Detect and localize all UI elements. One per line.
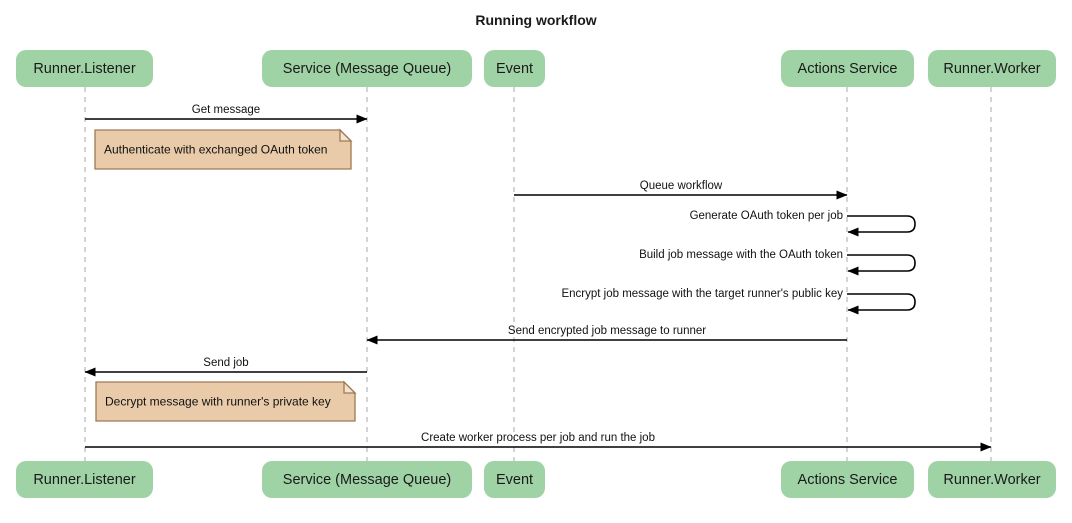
participant-label: Actions Service — [798, 472, 898, 488]
participant-label: Runner.Worker — [943, 472, 1040, 488]
note-label: Authenticate with exchanged OAuth token — [104, 143, 327, 157]
participant-service-message-queue-top[interactable]: Service (Message Queue) — [262, 50, 472, 87]
message-build-job-message-with-the-oauth-token[interactable]: Build job message with the OAuth token — [639, 249, 916, 276]
note-decrypt-message-with-runners-private-key[interactable]: Decrypt message with runner's private ke… — [95, 380, 357, 422]
participant-label: Runner.Listener — [33, 472, 136, 488]
note-body — [94, 129, 352, 170]
participant-box — [484, 461, 545, 498]
participant-label: Event — [496, 61, 533, 77]
participant-box — [16, 461, 153, 498]
message-label: Get message — [192, 104, 260, 116]
participant-label: Event — [496, 472, 533, 488]
message-send-encrypted-job-message-to-runner[interactable]: Send encrypted job message to runner — [366, 325, 847, 345]
participant-label: Service (Message Queue) — [283, 61, 451, 77]
message-label: Build job message with the OAuth token — [639, 249, 843, 261]
participant-runner-listener-bottom[interactable]: Runner.Listener — [16, 461, 153, 498]
participant-box — [16, 50, 153, 87]
note-fold-corner-icon — [339, 128, 353, 142]
participant-event-top[interactable]: Event — [484, 50, 545, 87]
message-label: Encrypt job message with the target runn… — [561, 288, 843, 300]
message-encrypt-job-message-with-the-target-runners-public-key[interactable]: Encrypt job message with the target runn… — [561, 288, 916, 315]
notes-layer: Authenticate with exchanged OAuth tokenD… — [94, 128, 357, 422]
participant-label: Actions Service — [798, 61, 898, 77]
participant-label: Runner.Listener — [33, 61, 136, 77]
message-label: Create worker process per job and run th… — [421, 432, 655, 444]
participant-label: Service (Message Queue) — [283, 472, 451, 488]
participant-actions-service-top[interactable]: Actions Service — [781, 50, 914, 87]
message-queue-workflow[interactable]: Queue workflow — [514, 180, 848, 200]
participants-top-layer: Runner.Listener Service (Message Queue) Ev… — [16, 50, 1056, 87]
participant-box — [262, 50, 472, 87]
self-loop-path — [847, 254, 916, 276]
message-get-message[interactable]: Get message — [85, 104, 368, 124]
note-body — [95, 381, 356, 422]
self-loop-path — [847, 215, 916, 237]
message-create-worker-process-per-job-and-run-the-job[interactable]: Create worker process per job and run th… — [85, 432, 992, 452]
participant-runner-worker-top[interactable]: Runner.Worker — [928, 50, 1056, 87]
participant-actions-service-bottom[interactable]: Actions Service — [781, 461, 914, 498]
message-send-job[interactable]: Send job — [84, 357, 367, 377]
message-label: Generate OAuth token per job — [690, 210, 843, 222]
participant-box — [781, 461, 914, 498]
participant-label: Runner.Worker — [943, 61, 1040, 77]
message-label: Send job — [203, 357, 248, 369]
participant-box — [928, 50, 1056, 87]
participant-event-bottom[interactable]: Event — [484, 461, 545, 498]
participant-runner-worker-bottom[interactable]: Runner.Worker — [928, 461, 1056, 498]
message-generate-oauth-token-per-job[interactable]: Generate OAuth token per job — [690, 210, 916, 237]
note-authenticate-with-exchanged-oauth-token[interactable]: Authenticate with exchanged OAuth token — [94, 128, 353, 170]
participant-box — [781, 50, 914, 87]
lifelines-layer — [84, 87, 992, 461]
message-label: Queue workflow — [640, 180, 723, 192]
page-title: Running workflow — [475, 12, 596, 28]
note-label: Decrypt message with runner's private ke… — [105, 395, 331, 409]
self-loop-path — [847, 293, 916, 315]
participant-box — [928, 461, 1056, 498]
participant-box — [484, 50, 545, 87]
participant-box — [262, 461, 472, 498]
participants-bottom-layer: Runner.Listener Service (Message Queue) Ev… — [16, 461, 1056, 498]
participant-runner-listener-top[interactable]: Runner.Listener — [16, 50, 153, 87]
participant-service-message-queue-bottom[interactable]: Service (Message Queue) — [262, 461, 472, 498]
message-label: Send encrypted job message to runner — [508, 325, 706, 337]
note-fold-corner-icon — [343, 380, 357, 394]
